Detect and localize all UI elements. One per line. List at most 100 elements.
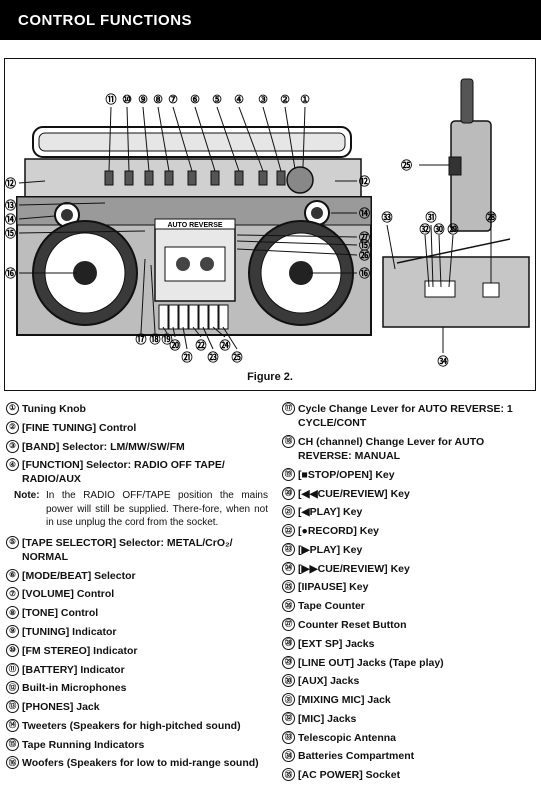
list-item: ㉙[LINE OUT] Jacks (Tape play): [282, 655, 538, 670]
list-item: ㉘[EXT SP] Jacks: [282, 636, 538, 651]
item-number: ⑦: [6, 587, 19, 601]
top-callout-numbers: ⑪ ⑩ ⑨ ⑧ ⑦ ⑥ ⑤ ④ ③ ② ①: [106, 92, 311, 106]
list-item: ③[BAND] Selector: LM/MW/SW/FM: [6, 439, 268, 454]
svg-text:⑩: ⑩: [122, 94, 132, 106]
svg-text:⑫: ⑫: [359, 174, 370, 188]
svg-text:㉒: ㉒: [196, 338, 207, 352]
ext-sp-jacks: [482, 282, 500, 298]
list-item: ㉚[AUX] Jacks: [282, 674, 538, 688]
item-number: ⑪: [6, 662, 19, 676]
svg-text:㉓: ㉓: [208, 350, 219, 364]
svg-text:④: ④: [234, 94, 244, 106]
svg-text:⑲: ⑲: [162, 332, 173, 346]
svg-text:⑮: ⑮: [359, 238, 370, 252]
item-number: ㉗: [282, 618, 295, 631]
auto-reverse-panel: [154, 218, 236, 230]
list-item: ⑥[MODE/BEAT] Selector: [6, 568, 268, 583]
item-number: ⑲: [282, 467, 295, 481]
svg-text:㉔: ㉔: [220, 338, 231, 352]
item-number: ⑤: [6, 535, 19, 549]
item-text: Built-in Microphones: [22, 682, 127, 695]
item-text: Tape Running Indicators: [22, 738, 145, 751]
right-callout-numbers: ⑫ ⑭ ㉗ ⑮ ㉖ ⑯: [359, 174, 370, 280]
item-text: [MODE/BEAT] Selector: [22, 569, 136, 582]
figure-2: AUTO REVERSE ⑪ ⑩ ⑨ ⑧ ⑦ ⑥ ⑤ ④ ③ ②: [4, 58, 536, 391]
item-text: [▶▶CUE/REVIEW] Key: [298, 562, 410, 575]
list-item: ㉕[IIPAUSE] Key: [282, 580, 538, 594]
item-number: ⑨: [6, 624, 19, 638]
item-text: Telescopic Antenna: [298, 731, 397, 744]
cassette-window: [164, 246, 226, 282]
item-number: ⑯: [6, 756, 19, 770]
svg-text:㉗: ㉗: [359, 230, 370, 244]
item-number: ⑰: [282, 402, 295, 415]
list-item: ⑬[PHONES] Jack: [6, 700, 268, 714]
svg-text:⑦: ⑦: [168, 94, 178, 106]
reel-left: [176, 257, 190, 271]
item-text: [IIPAUSE] Key: [298, 581, 369, 594]
svg-text:⑭: ⑭: [359, 206, 370, 220]
tweeter-right-cone: [311, 207, 323, 219]
item-text: [PHONES] Jack: [22, 701, 100, 714]
svg-text:③: ③: [258, 94, 268, 106]
back-jack-panel: [424, 280, 456, 298]
svg-text:㉝: ㉝: [382, 210, 393, 224]
item-number: ①: [6, 402, 19, 415]
item-text: Counter Reset Button: [298, 619, 407, 631]
svg-text:⑰: ⑰: [136, 332, 147, 346]
svg-text:㉖: ㉖: [359, 248, 370, 262]
bottom-leaders: [140, 258, 238, 350]
list-item: ④[FUNCTION] Selector: RADIO OFF TAPE/ RA…: [6, 458, 268, 486]
tweeter-left-cone: [61, 209, 73, 221]
boombox-illustration: AUTO REVERSE ⑪ ⑩ ⑨ ⑧ ⑦ ⑥ ⑤ ④ ③ ②: [5, 78, 530, 368]
item-number: ⑮: [6, 737, 19, 751]
list-item: ㉓[▶PLAY] Key: [282, 542, 538, 557]
item-text: [TAPE SELECTOR] Selector: METAL/CrO₂/ NO…: [22, 536, 233, 563]
item-text: [TUNING] Indicator: [22, 625, 117, 638]
item-text: Tape Counter: [298, 600, 365, 613]
item-number: ㉝: [282, 730, 295, 744]
svg-text:㉘: ㉘: [486, 210, 497, 224]
svg-text:⑫: ⑫: [5, 176, 16, 190]
item-text: [EXT SP] Jacks: [298, 637, 375, 650]
page-header: CONTROL FUNCTIONS: [0, 0, 541, 40]
list-item: ⑨[TUNING] Indicator: [6, 624, 268, 639]
item-text: [◀PLAY] Key: [298, 506, 363, 519]
list-item: ⑳[◀◀CUE/REVIEW] Key: [282, 486, 538, 501]
list-item: ⑪[BATTERY] Indicator: [6, 662, 268, 677]
item-text: CH (channel) Change Lever for AUTO REVER…: [298, 435, 485, 463]
svg-text:⑯: ⑯: [359, 266, 370, 280]
item-number: ㉜: [282, 711, 295, 725]
woofer-right-cap: [289, 261, 313, 285]
reel-right: [200, 257, 214, 271]
item-text: [■STOP/OPEN] Key: [298, 468, 395, 481]
item-number: ㉒: [282, 524, 295, 538]
svg-text:㉞: ㉞: [438, 354, 449, 368]
auto-reverse-label: AUTO REVERSE: [167, 222, 222, 229]
item-text: [FINE TUNING] Control: [22, 421, 137, 434]
item-number: ②: [6, 420, 19, 434]
item-number: ㉘: [282, 636, 295, 650]
svg-text:⑧: ⑧: [153, 94, 163, 106]
item-number: ⑱: [282, 434, 295, 448]
right-leaders: [236, 180, 358, 274]
bottom-callout-numbers: ⑰ ⑱ ⑲ ⑳ ㉑ ㉒ ㉓ ㉔ ㉕: [136, 332, 243, 364]
svg-text:㉑: ㉑: [182, 350, 193, 364]
item-text: [FM STEREO] Indicator: [22, 644, 138, 657]
svg-text:⑭: ⑭: [5, 212, 16, 226]
svg-text:㉛: ㉛: [426, 210, 437, 224]
list-item: ㉑[◀PLAY] Key: [282, 505, 538, 519]
item-number: ③: [6, 439, 19, 453]
item-number: ⑩: [6, 643, 19, 657]
item-text: [TONE] Control: [22, 607, 99, 620]
item-number: ⑥: [6, 568, 19, 582]
svg-text:⑤: ⑤: [212, 94, 222, 106]
